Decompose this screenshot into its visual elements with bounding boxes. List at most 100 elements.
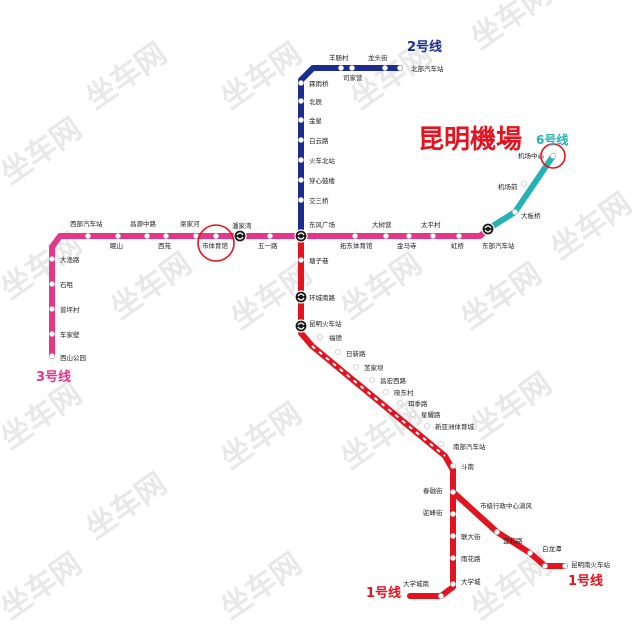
station[interactable]: 虹桥 <box>451 233 465 250</box>
station-dot[interactable] <box>49 256 55 262</box>
station[interactable]: 羊肠村 <box>329 53 349 71</box>
station-dot[interactable] <box>298 117 304 123</box>
station[interactable]: 苤家坝 <box>353 363 384 372</box>
station[interactable]: 普坪村 <box>49 305 80 314</box>
station-dot[interactable] <box>298 177 304 183</box>
station[interactable]: 珥季路 <box>397 399 428 408</box>
station-dot[interactable] <box>397 65 403 71</box>
station[interactable]: 西山公园 <box>49 353 86 362</box>
station[interactable]: 北辰 <box>298 98 323 106</box>
station[interactable]: 白云路 <box>298 136 329 145</box>
station-dot[interactable] <box>383 233 389 239</box>
station-dot[interactable] <box>406 233 412 239</box>
station[interactable]: 机场中心 <box>518 151 556 160</box>
station[interactable]: 市体育馆 <box>202 233 229 250</box>
station-dot[interactable] <box>512 209 518 215</box>
station-dot[interactable] <box>382 65 388 71</box>
station[interactable]: 大渔路 <box>49 255 80 264</box>
station-dot[interactable] <box>298 137 304 143</box>
station[interactable]: 白龙潭 <box>542 544 562 569</box>
station[interactable]: 司家营 <box>343 65 363 82</box>
station-dot[interactable] <box>338 65 344 71</box>
station-dot[interactable] <box>317 334 323 340</box>
station[interactable]: 星耀路 <box>410 410 441 419</box>
station[interactable]: 西部汽车站 <box>70 219 103 239</box>
station-dot[interactable] <box>85 233 91 239</box>
station-dot[interactable] <box>521 181 527 187</box>
station[interactable]: 宜和路 <box>503 536 533 556</box>
station-dot[interactable] <box>450 489 456 495</box>
station[interactable]: 金星 <box>298 116 323 125</box>
station-dot[interactable] <box>352 233 358 239</box>
station[interactable]: 大树营 <box>372 220 392 239</box>
station-dot[interactable] <box>349 65 355 71</box>
station-dot[interactable] <box>562 563 568 569</box>
station[interactable]: 拓东体育馆 <box>340 233 373 250</box>
station-dot[interactable] <box>49 281 55 287</box>
station[interactable]: 机场前 <box>498 181 527 191</box>
station[interactable]: 龙头街 <box>368 53 388 71</box>
station-dot[interactable] <box>298 98 304 104</box>
station-dot[interactable] <box>430 233 436 239</box>
station[interactable]: 晓东村 <box>383 388 414 397</box>
station[interactable]: 大板桥 <box>512 209 541 220</box>
station[interactable]: 昌宏西路 <box>369 376 407 385</box>
station[interactable]: 新亚洲体育城 <box>424 422 475 431</box>
station[interactable]: 穿心鼓楼 <box>298 176 336 185</box>
station-dot[interactable] <box>456 233 462 239</box>
station-dot[interactable] <box>298 257 304 263</box>
station[interactable]: 太平村 <box>421 220 441 239</box>
station[interactable]: 驼峰街 <box>423 508 456 517</box>
station[interactable]: 金马寺 <box>397 233 417 250</box>
station-dot[interactable] <box>49 306 55 312</box>
station[interactable]: 五一路 <box>258 233 278 250</box>
station-dot[interactable] <box>450 581 456 587</box>
station[interactable]: 石咀 <box>49 281 74 289</box>
station-dot[interactable] <box>193 233 199 239</box>
station[interactable]: 大学城南 <box>403 579 444 599</box>
station-dot[interactable] <box>49 331 55 337</box>
station[interactable]: 雨花路 <box>450 554 481 563</box>
station-dot[interactable] <box>49 353 55 359</box>
station[interactable]: 市级行政中心滇风 <box>480 501 533 535</box>
station[interactable]: 车家壁 <box>49 330 80 339</box>
station-dot[interactable] <box>424 423 430 429</box>
station-dot[interactable] <box>144 233 150 239</box>
station[interactable]: 火车北站 <box>298 156 336 165</box>
station-dot[interactable] <box>163 233 169 239</box>
station[interactable]: 南部汽车站 <box>438 441 486 451</box>
station-dot[interactable] <box>410 411 416 417</box>
station-dot[interactable] <box>213 233 219 239</box>
station[interactable]: 日新路 <box>335 349 366 358</box>
station-dot[interactable] <box>550 153 556 159</box>
station[interactable]: 交三桥 <box>298 196 329 205</box>
station-dot[interactable] <box>450 511 456 517</box>
station-dot[interactable] <box>298 157 304 163</box>
station[interactable]: 昌源中路 <box>130 219 157 239</box>
station[interactable]: 春融街 <box>423 486 456 495</box>
station[interactable]: 斗南 <box>450 462 475 471</box>
station-dot[interactable] <box>383 389 389 395</box>
station-dot[interactable] <box>494 529 500 535</box>
station-dot[interactable] <box>369 377 375 383</box>
station-dot[interactable] <box>267 233 273 239</box>
station[interactable]: 眠山 <box>110 233 123 250</box>
station-dot[interactable] <box>298 80 304 86</box>
station-dot[interactable] <box>353 364 359 370</box>
station[interactable]: 联大街 <box>450 532 481 541</box>
station-dot[interactable] <box>298 197 304 203</box>
station-dot[interactable] <box>115 233 121 239</box>
station-dot[interactable] <box>542 563 548 569</box>
station[interactable]: 北部汽车站 <box>397 64 444 73</box>
station[interactable]: 昆明南火车站 <box>562 560 611 569</box>
station-dot[interactable] <box>335 349 341 355</box>
station[interactable]: 大学城 <box>450 577 481 587</box>
station[interactable]: 塘子巷 <box>298 256 329 265</box>
station[interactable]: 福德 <box>317 333 343 342</box>
station-dot[interactable] <box>450 463 456 469</box>
station[interactable]: 霖雨桥 <box>298 79 329 88</box>
station[interactable]: 西苑 <box>158 233 172 250</box>
station-dot[interactable] <box>450 533 456 539</box>
station-dot[interactable] <box>438 593 444 599</box>
station-dot[interactable] <box>397 400 403 406</box>
